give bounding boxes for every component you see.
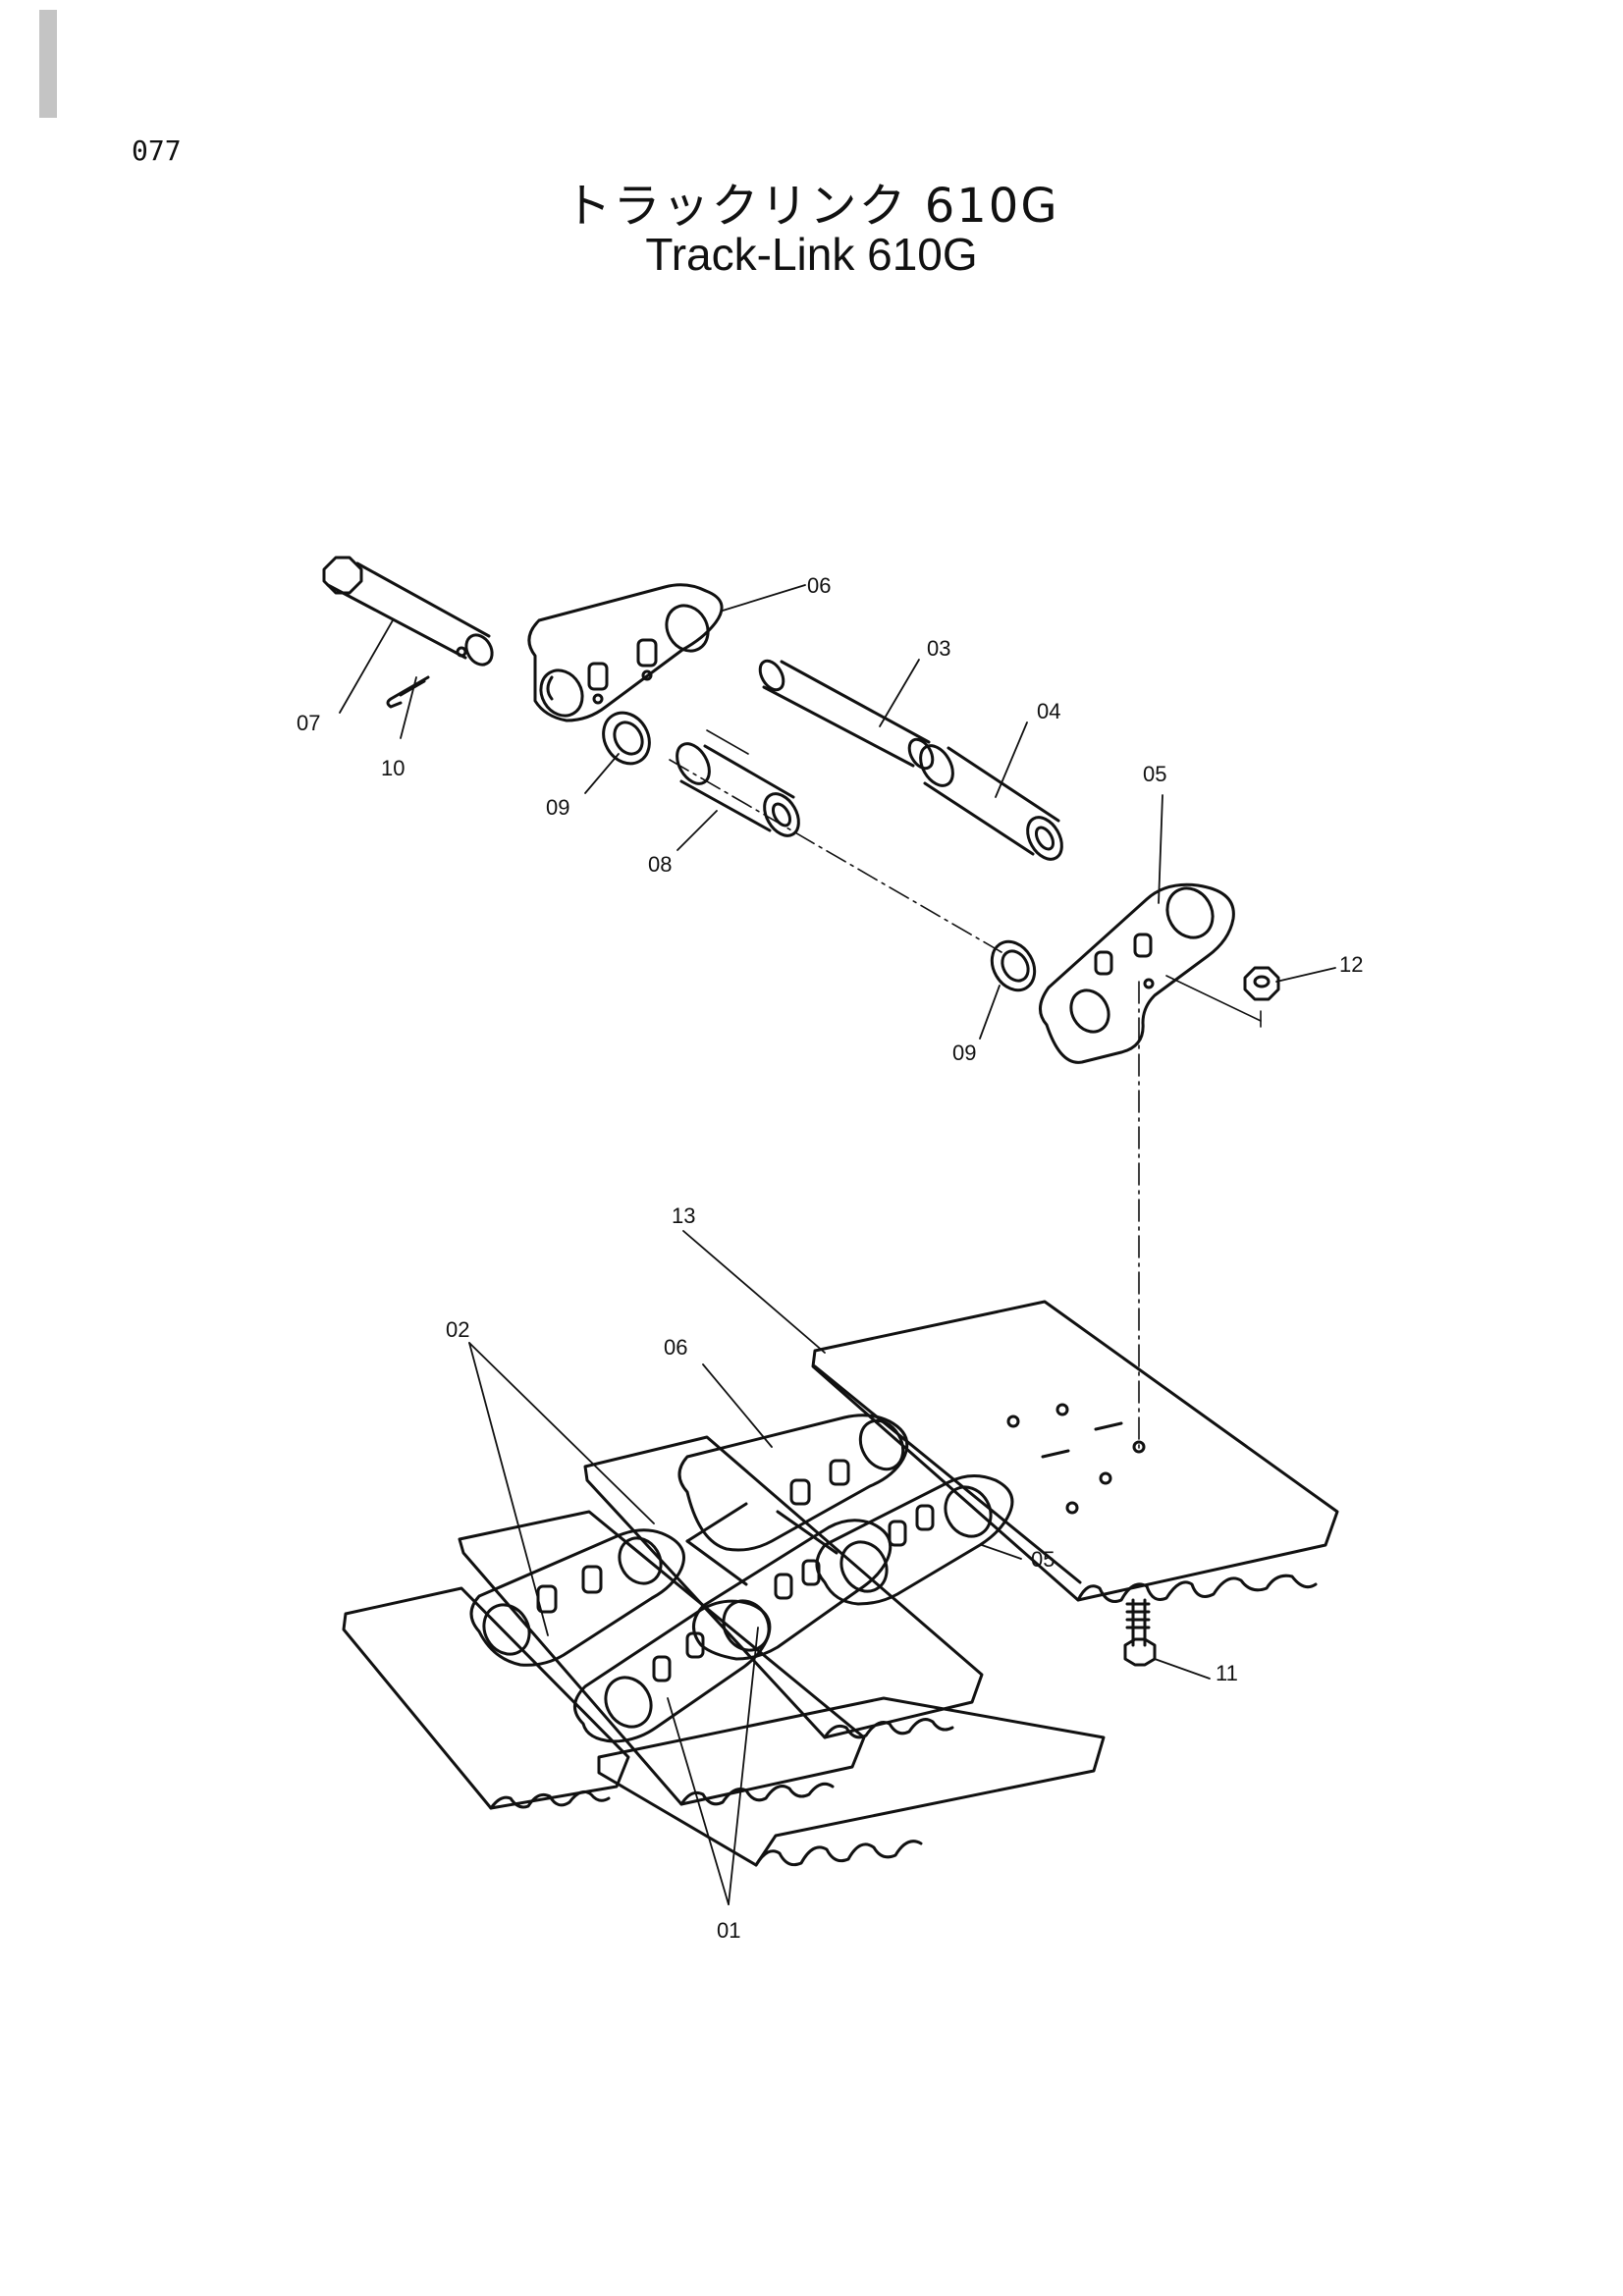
part-04-bushing: [919, 744, 1063, 861]
callout-01: 01: [717, 1918, 740, 1943]
callout-09-left: 09: [546, 795, 569, 820]
callout-07: 07: [297, 711, 320, 735]
part-06-link-upper: [527, 583, 724, 722]
part-08-bushing: [676, 742, 800, 837]
centerline-axis: [669, 759, 1002, 953]
link-assembled-05: [815, 1474, 1014, 1606]
track-shoe-assembled-middle: [458, 1510, 866, 1806]
part-09-seal-left: [602, 711, 651, 766]
callout-05-bottom: 05: [1031, 1547, 1055, 1572]
callout-09-right: 09: [952, 1041, 976, 1065]
callout-08: 08: [648, 852, 672, 877]
callout-13: 13: [672, 1203, 695, 1228]
part-13-shoe: [811, 1300, 1339, 1603]
link-assembled-06: [677, 1414, 909, 1552]
part-12-nut: [1243, 966, 1280, 1001]
callout-02: 02: [446, 1317, 469, 1342]
callout-06-top: 06: [807, 573, 831, 598]
part-03-pin: [758, 659, 935, 771]
callout-05-top: 05: [1143, 762, 1166, 786]
track-shoe-assembled-front: [583, 1435, 984, 1739]
link-assembled-01-left: [573, 1599, 772, 1743]
page-title-japanese: トラックリンク 610G: [564, 179, 1059, 234]
page-title-english: Track-Link 610G: [645, 229, 978, 280]
leader-lines: [339, 584, 1336, 1905]
bushing-assembled-b: [776, 1510, 839, 1555]
callout-04: 04: [1037, 699, 1060, 723]
link-assembled-02-left: [469, 1528, 685, 1667]
callout-11: 11: [1216, 1661, 1238, 1685]
nut-axis-line: [1165, 975, 1262, 1022]
part-07-master-pin: [322, 556, 494, 667]
callout-10: 10: [381, 756, 405, 780]
part-11-bolt: [1123, 1598, 1157, 1667]
callout-06-bottom: 06: [664, 1335, 687, 1360]
track-shoe-assembled-bottom: [597, 1696, 1106, 1867]
page-number: 077: [132, 134, 182, 167]
centerline-segment: [706, 729, 749, 755]
bushing-assembled-a: [685, 1539, 748, 1586]
callout-03: 03: [927, 636, 950, 661]
part-10-cotter-pin: [386, 675, 430, 709]
callout-12: 12: [1339, 952, 1363, 977]
part-09-seal-right: [990, 939, 1037, 992]
scan-artifact: [39, 10, 57, 118]
track-shoe-assembled-rear: [342, 1586, 630, 1810]
part-05-link-upper: [1039, 882, 1235, 1064]
